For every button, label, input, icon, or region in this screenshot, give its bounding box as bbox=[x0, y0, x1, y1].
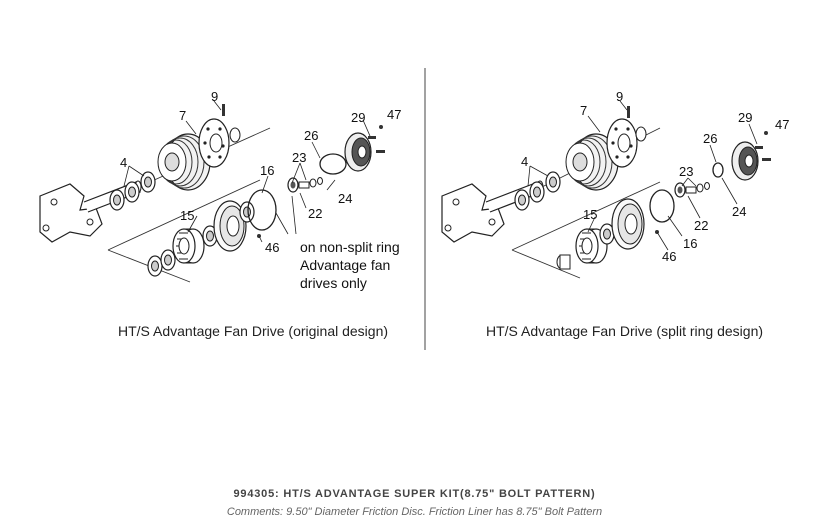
label-7: 7 bbox=[580, 103, 587, 118]
label-29: 29 bbox=[738, 110, 752, 125]
label-15: 15 bbox=[583, 207, 597, 222]
kit-comment: Comments: 9.50" Diameter Friction Disc. … bbox=[226, 506, 603, 518]
label-15: 15 bbox=[180, 208, 194, 223]
label-24: 24 bbox=[732, 204, 746, 219]
label-16: 16 bbox=[260, 163, 274, 178]
caption-original-design: HT/S Advantage Fan Drive (original desig… bbox=[118, 323, 389, 339]
caption-split-ring-design: HT/S Advantage Fan Drive (split ring des… bbox=[486, 323, 764, 339]
label-16: 16 bbox=[683, 236, 697, 251]
note-line-1: on non-split ring bbox=[300, 239, 400, 255]
label-46: 46 bbox=[265, 240, 279, 255]
label-29: 29 bbox=[351, 110, 365, 125]
label-9: 9 bbox=[211, 89, 218, 104]
label-9: 9 bbox=[616, 89, 623, 104]
label-22: 22 bbox=[308, 206, 322, 221]
label-26: 26 bbox=[703, 131, 717, 146]
diagram-split-ring-design: 9 7 29 47 26 4 23 22 24 15 16 46 bbox=[441, 89, 789, 279]
label-47: 47 bbox=[775, 117, 789, 132]
label-24: 24 bbox=[338, 191, 352, 206]
label-23: 23 bbox=[679, 164, 693, 179]
label-4: 4 bbox=[120, 155, 127, 170]
label-26: 26 bbox=[304, 128, 318, 143]
label-23: 23 bbox=[292, 150, 306, 165]
label-47: 47 bbox=[387, 107, 401, 122]
label-46: 46 bbox=[662, 249, 676, 264]
label-22: 22 bbox=[694, 218, 708, 233]
exploded-diagrams: 9 7 29 47 26 4 23 16 24 22 15 46 on non-… bbox=[39, 68, 789, 350]
label-7: 7 bbox=[179, 108, 186, 123]
diagram-original-design: 9 7 29 47 26 4 23 16 24 22 15 46 on non-… bbox=[39, 89, 401, 291]
kit-title: 994305: HT/S ADVANTAGE SUPER KIT(8.75" B… bbox=[233, 488, 596, 500]
note-line-2: Advantage fan bbox=[300, 257, 390, 273]
label-4: 4 bbox=[521, 154, 528, 169]
note-line-3: drives only bbox=[300, 275, 367, 291]
